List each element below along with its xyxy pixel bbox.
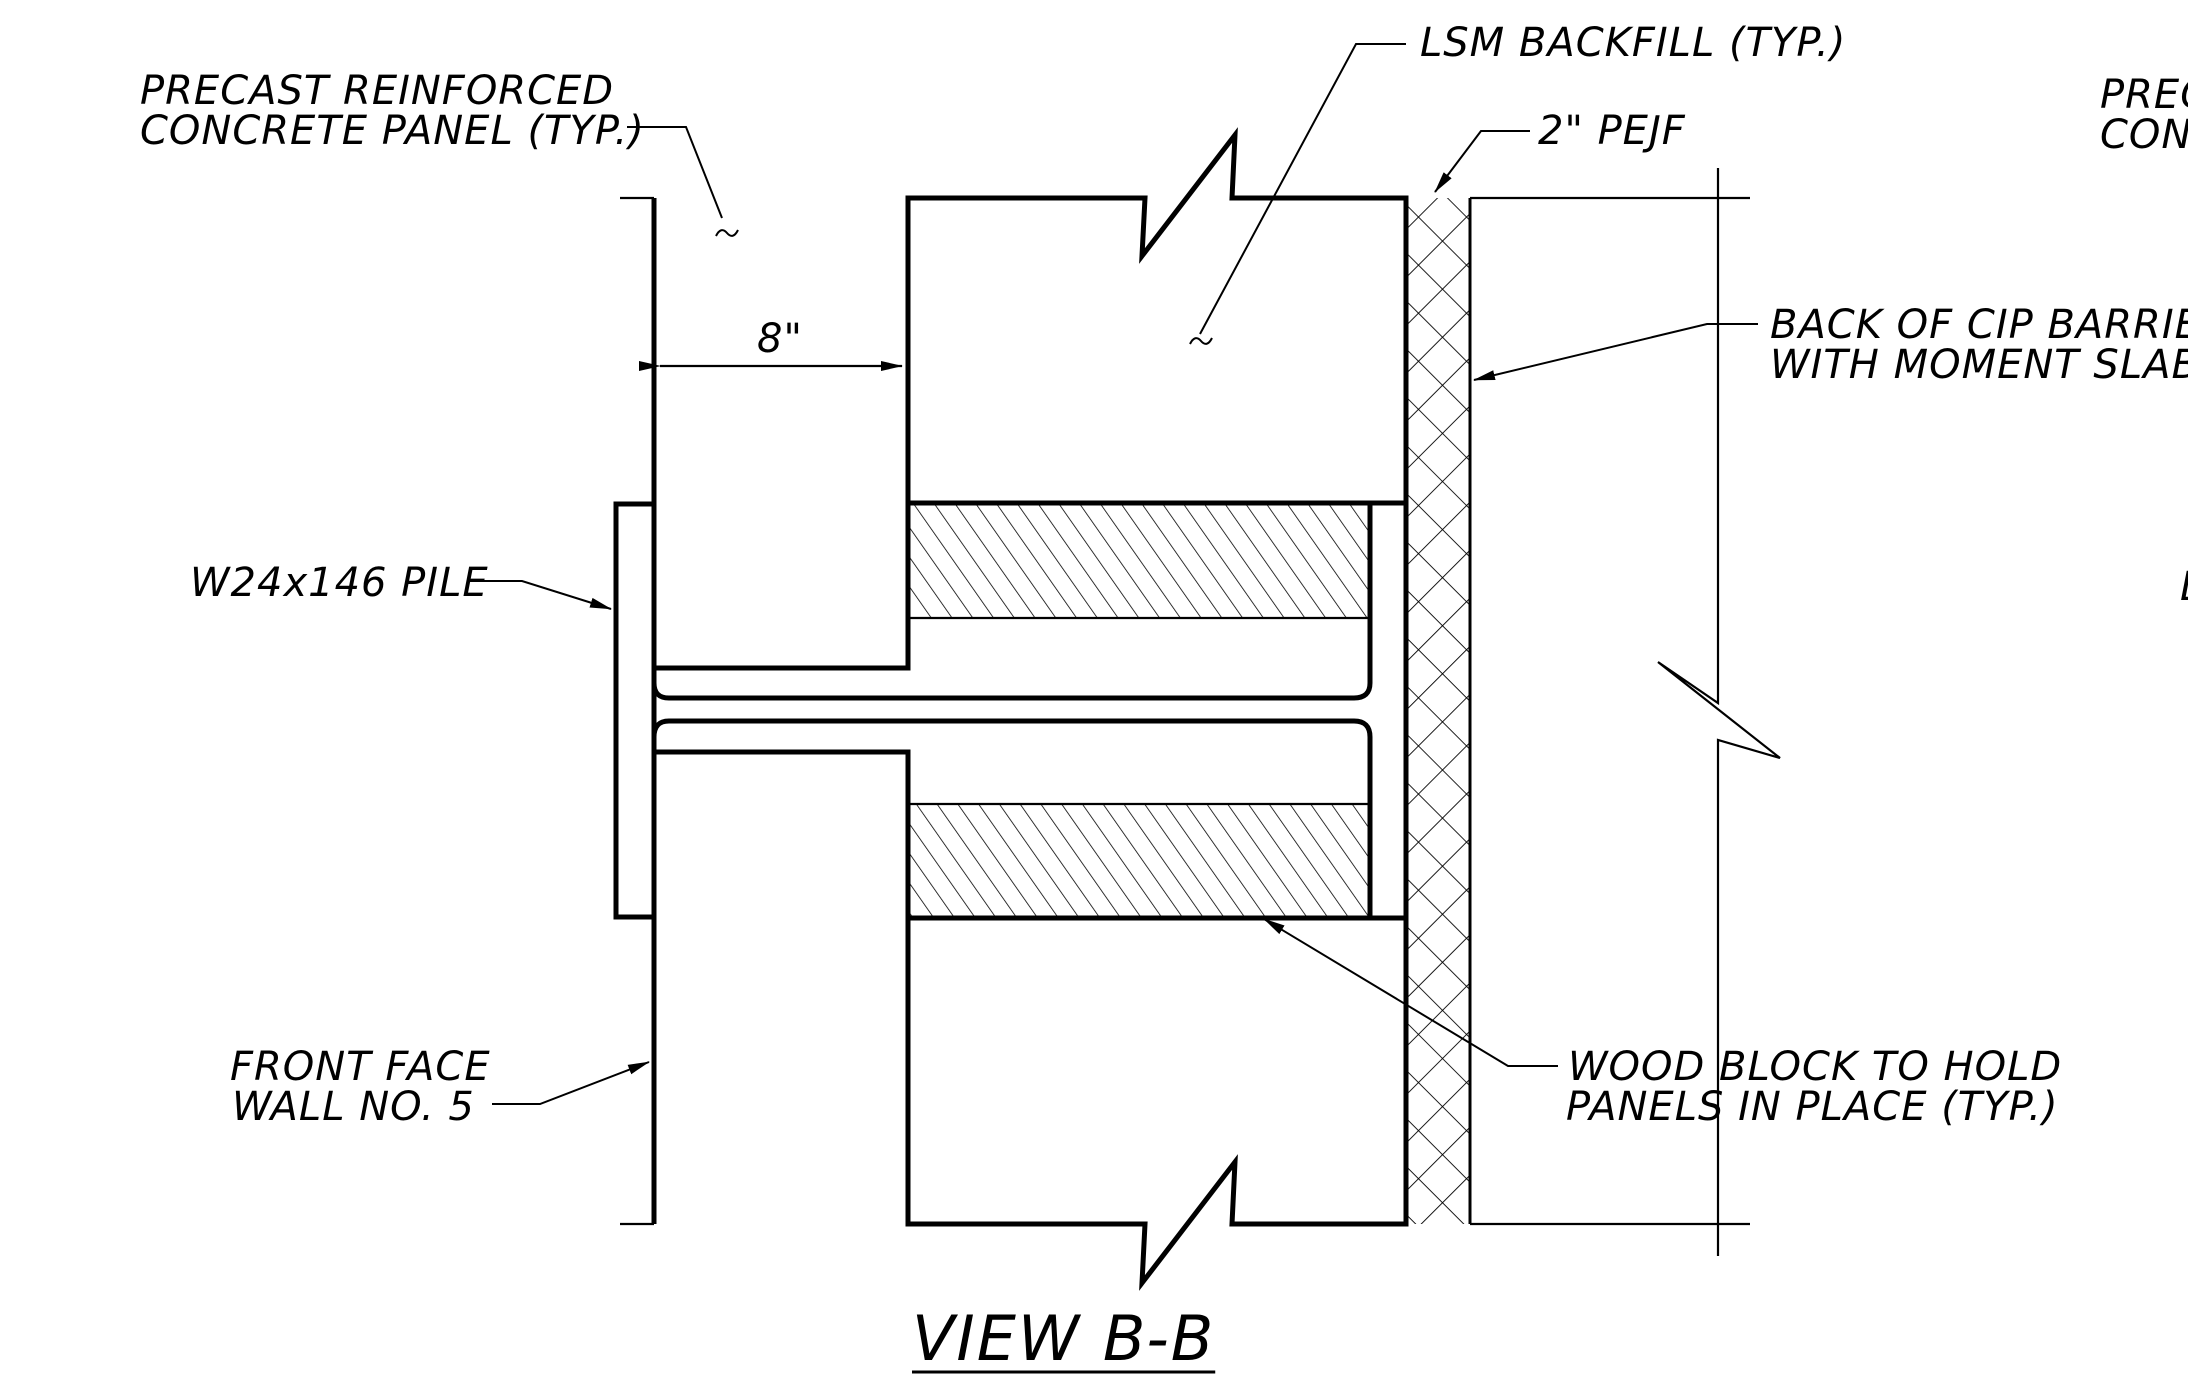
right-cut-label-line2: CONC xyxy=(2100,112,2188,158)
cip-barrier-label-line2: WITH MOMENT SLAB xyxy=(1770,342,2188,388)
right-edge-fragment: L xyxy=(2180,564,2188,610)
dimension-8-text: 8" xyxy=(757,316,803,362)
pile-web xyxy=(651,505,1373,918)
lsm-backfill-lower xyxy=(905,915,1409,1291)
view-title: VIEW B-B xyxy=(912,1302,1215,1375)
wood-block-upper xyxy=(908,505,1370,618)
lsm-backfill-upper xyxy=(905,127,1409,506)
right-break-line xyxy=(1657,168,1781,1256)
front-face-label-line2: WALL NO. 5 xyxy=(232,1084,475,1130)
precast-panel-label-line1: PRECAST REINFORCED xyxy=(140,68,614,114)
precast-panel-upper xyxy=(651,198,911,671)
precast-panel-label-line2: CONCRETE PANEL (TYP.) xyxy=(140,108,645,154)
wood-block-label-line2: PANELS IN PLACE (TYP.) xyxy=(1566,1084,2059,1130)
right-cut-label-line1: PREC xyxy=(2100,72,2188,118)
front-face-label-line1: FRONT FACE xyxy=(230,1044,491,1090)
pile-leader xyxy=(468,580,612,610)
pejf-label: 2" PEJF xyxy=(1538,108,1686,154)
cip-barrier-label-line1: BACK OF CIP BARRIER xyxy=(1770,302,2188,348)
lsm-backfill-leader-tilde xyxy=(1189,337,1213,345)
wood-block-label-line1: WOOD BLOCK TO HOLD xyxy=(1568,1044,2062,1090)
precast-panel-leader-tilde xyxy=(715,229,739,237)
pile-flange xyxy=(613,501,657,920)
lsm-backfill-label: LSM BACKFILL (TYP.) xyxy=(1420,20,1846,66)
precast-panel-lower xyxy=(651,749,911,1224)
precast-panel-leader xyxy=(627,126,723,219)
pejf-strip xyxy=(1406,198,1470,1224)
pejf-leader xyxy=(1434,130,1530,193)
lsm-backfill-leader xyxy=(1199,43,1406,335)
wood-block-lower xyxy=(908,804,1370,916)
pile-label: W24x146 PILE xyxy=(190,560,489,606)
cip-barrier-leader xyxy=(1473,323,1758,381)
front-face-leader xyxy=(492,1061,650,1105)
wood-block-leader xyxy=(1263,918,1558,1067)
